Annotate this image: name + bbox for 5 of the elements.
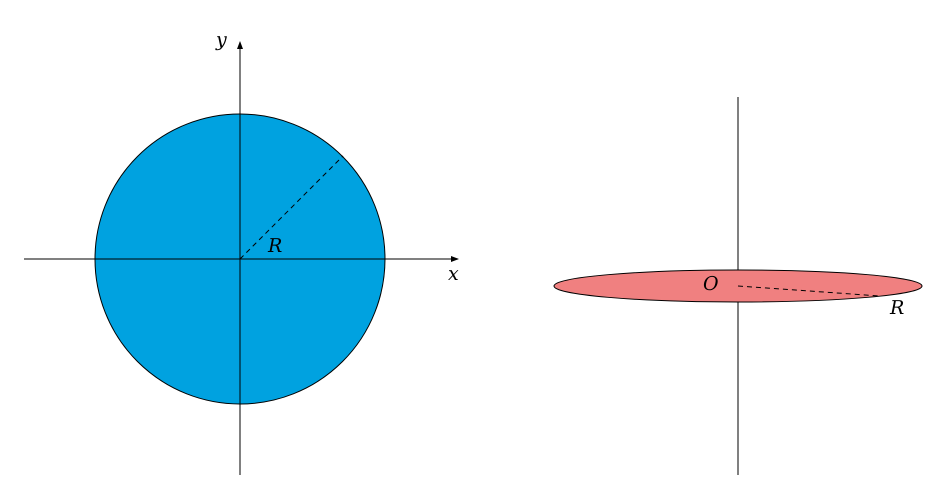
axis-label: R: [268, 236, 282, 256]
axis-label: R: [890, 298, 904, 318]
axis-label: y: [216, 30, 227, 50]
axis-label: x: [448, 264, 459, 284]
axis-label: O: [703, 274, 719, 294]
